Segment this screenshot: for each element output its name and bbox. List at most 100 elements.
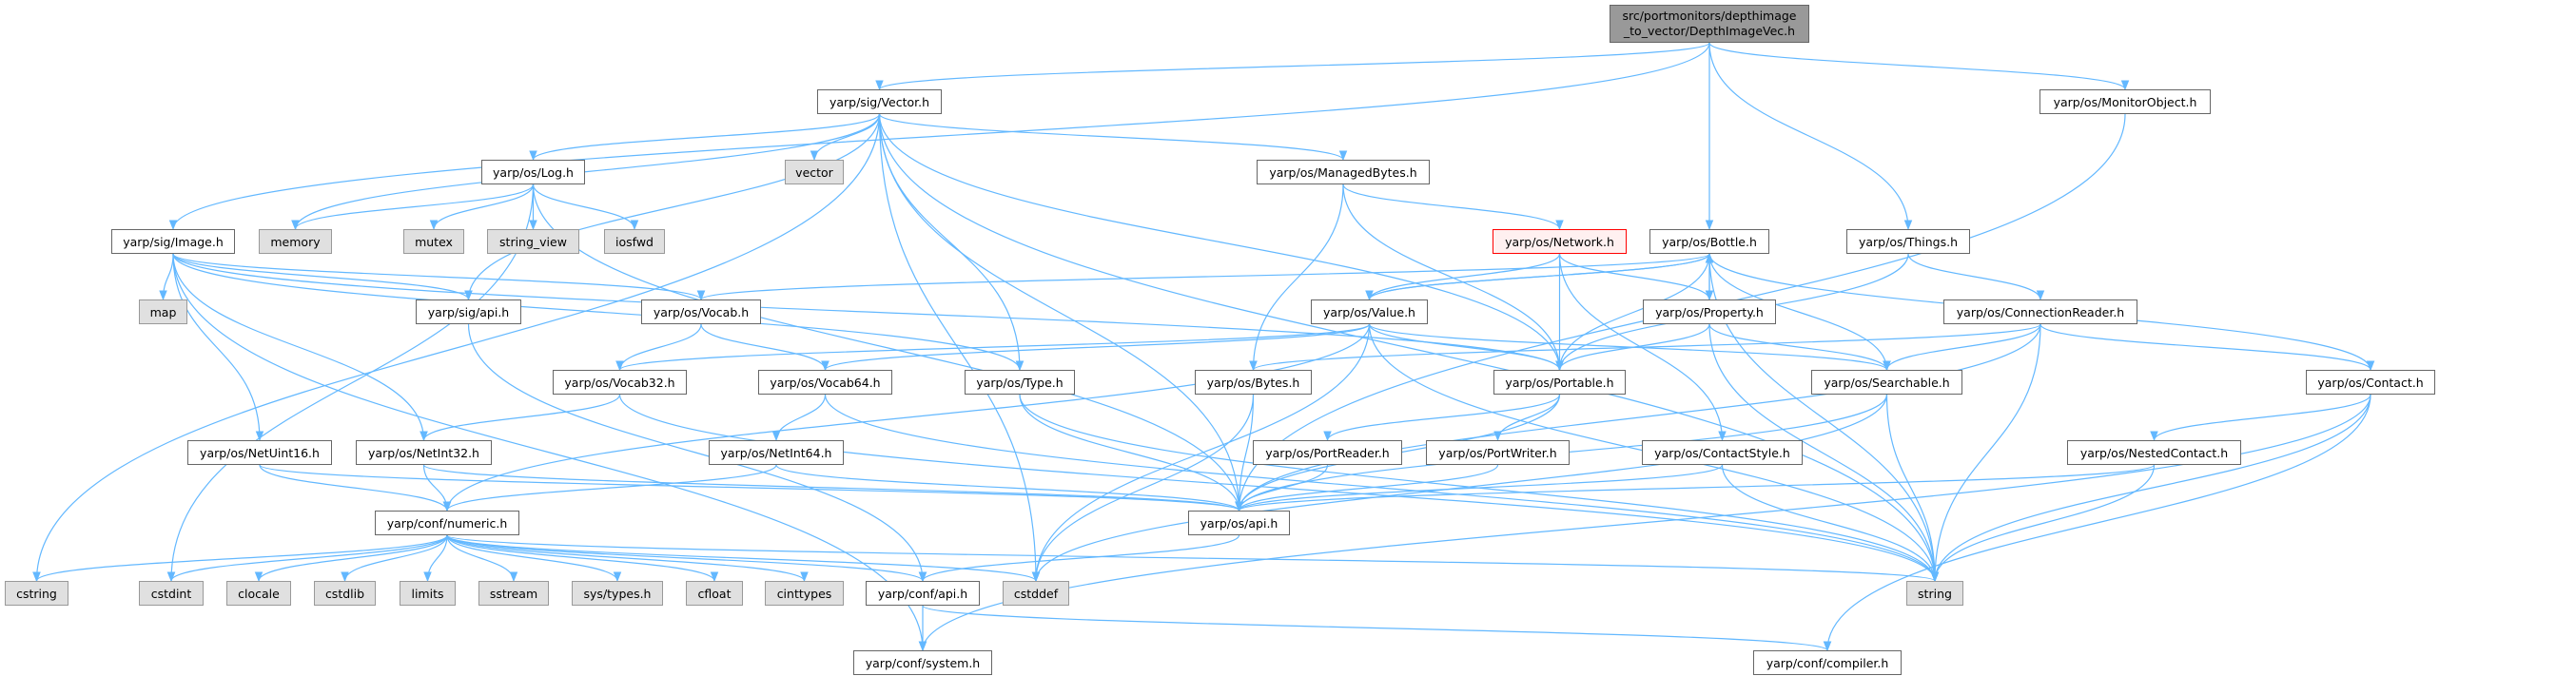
edge-bytes-to-cstddef xyxy=(1031,394,1255,583)
edge-searchable-to-cstddef xyxy=(1031,394,1888,583)
node-compiler[interactable]: yarp/conf/compiler.h xyxy=(1753,650,1902,675)
node-value[interactable]: yarp/os/Value.h xyxy=(1311,299,1428,324)
node-cinttypes[interactable]: cinttypes xyxy=(765,581,844,606)
node-map[interactable]: map xyxy=(139,299,187,324)
edge-numeric-to-cstddef xyxy=(446,534,1041,583)
edge-numeric-to-cstring xyxy=(32,534,448,583)
node-sstream[interactable]: sstream xyxy=(478,581,549,606)
node-label: cinttypes xyxy=(776,586,832,601)
edge-vector_h-to-vector xyxy=(810,113,881,162)
edge-image-to-system xyxy=(172,253,927,652)
edge-property-to-string xyxy=(1708,323,1940,583)
node-portreader[interactable]: yarp/os/PortReader.h xyxy=(1253,440,1402,465)
node-string-view[interactable]: string_view xyxy=(487,229,579,254)
node-label: string_view xyxy=(499,234,567,249)
edge-things-to-connectionreader xyxy=(1907,253,2045,301)
node-mutex[interactable]: mutex xyxy=(403,229,464,254)
edge-log-to-iosfwd xyxy=(532,183,639,231)
node-things[interactable]: yarp/os/Things.h xyxy=(1846,229,1970,254)
edge-image-to-portable xyxy=(172,253,1564,372)
edge-vocab32-to-string xyxy=(618,394,1940,583)
node-contactstyle[interactable]: yarp/os/ContactStyle.h xyxy=(1642,440,1803,465)
edge-vector_h-to-type xyxy=(878,113,1025,372)
node-label: yarp/os/NestedContact.h xyxy=(2079,445,2229,460)
node-netint32[interactable]: yarp/os/NetInt32.h xyxy=(356,440,492,465)
node-log[interactable]: yarp/os/Log.h xyxy=(481,160,585,184)
edge-managedbytes-to-network xyxy=(1342,183,1564,231)
node-vector-h[interactable]: yarp/sig/Vector.h xyxy=(817,89,942,114)
node-sigapi[interactable]: yarp/sig/api.h xyxy=(416,299,521,324)
node-label: yarp/os/Searchable.h xyxy=(1824,375,1950,390)
node-cstring[interactable]: cstring xyxy=(5,581,68,606)
node-vocab64[interactable]: yarp/os/Vocab64.h xyxy=(758,370,892,395)
node-bytes[interactable]: yarp/os/Bytes.h xyxy=(1195,370,1312,395)
node-monitorobject[interactable]: yarp/os/MonitorObject.h xyxy=(2039,89,2211,114)
edge-value-to-bottle xyxy=(1368,252,1714,300)
node-numeric[interactable]: yarp/conf/numeric.h xyxy=(375,511,519,535)
node-netuint16[interactable]: yarp/os/NetUint16.h xyxy=(187,440,332,465)
node-confapi[interactable]: yarp/conf/api.h xyxy=(866,581,980,606)
node-label: yarp/os/Log.h xyxy=(493,164,574,180)
node-searchable[interactable]: yarp/os/Searchable.h xyxy=(1811,370,1962,395)
node-string[interactable]: string xyxy=(1906,581,1963,606)
node-label: yarp/os/Portable.h xyxy=(1505,375,1614,390)
node-label: yarp/os/NetInt64.h xyxy=(720,445,832,460)
edge-vocab-to-vocab32 xyxy=(615,323,702,372)
node-root[interactable]: src/portmonitors/depthimage_to_vector/De… xyxy=(1610,5,1809,43)
node-label: yarp/os/PortWriter.h xyxy=(1438,445,1557,460)
edge-confapi-to-compiler xyxy=(922,605,1831,652)
node-cstddef[interactable]: cstddef xyxy=(1003,581,1069,606)
node-vocab[interactable]: yarp/os/Vocab.h xyxy=(641,299,761,324)
node-vocab32[interactable]: yarp/os/Vocab32.h xyxy=(553,370,687,395)
node-cfloat[interactable]: cfloat xyxy=(686,581,743,606)
edge-numeric-to-limits xyxy=(423,534,448,583)
node-nestedcontact[interactable]: yarp/os/NestedContact.h xyxy=(2067,440,2241,465)
edge-contact-to-system xyxy=(918,394,2371,652)
node-iosfwd[interactable]: iosfwd xyxy=(604,229,665,254)
node-label: limits xyxy=(411,586,444,601)
node-label: yarp/os/Vocab.h xyxy=(653,304,750,319)
node-bottle[interactable]: yarp/os/Bottle.h xyxy=(1649,229,1769,254)
edge-vector_h-to-managedbytes xyxy=(878,113,1348,162)
node-label: clocale xyxy=(238,586,280,601)
node-limits[interactable]: limits xyxy=(400,581,456,606)
edge-netint32-to-osapi xyxy=(422,464,1243,512)
node-vector[interactable]: vector xyxy=(785,160,844,184)
node-clocale[interactable]: clocale xyxy=(226,581,291,606)
node-contact[interactable]: yarp/os/Contact.h xyxy=(2306,370,2435,395)
node-label: yarp/sig/Vector.h xyxy=(829,94,930,109)
edge-vector_h-to-osapi xyxy=(878,113,1243,512)
edge-numeric-to-cfloat xyxy=(446,534,719,583)
node-label: yarp/os/NetInt32.h xyxy=(368,445,479,460)
node-connectionreader[interactable]: yarp/os/ConnectionReader.h xyxy=(1943,299,2137,324)
edge-vocab-to-vocab64 xyxy=(700,323,829,372)
node-label: yarp/os/ContactStyle.h xyxy=(1654,445,1790,460)
edge-connectionreader-to-string xyxy=(1930,323,2041,583)
node-type[interactable]: yarp/os/Type.h xyxy=(965,370,1075,395)
edge-numeric-to-sstream xyxy=(446,534,518,583)
node-memory[interactable]: memory xyxy=(259,229,332,254)
edge-vector_h-to-portable xyxy=(878,113,1564,372)
edge-contactstyle-to-osapi xyxy=(1235,464,1724,512)
edge-image-to-netint32 xyxy=(172,253,428,442)
node-portwriter[interactable]: yarp/os/PortWriter.h xyxy=(1426,440,1570,465)
node-portable[interactable]: yarp/os/Portable.h xyxy=(1493,370,1626,395)
node-cstdlib[interactable]: cstdlib xyxy=(314,581,376,606)
node-label: yarp/sig/Image.h xyxy=(123,234,224,249)
node-property[interactable]: yarp/os/Property.h xyxy=(1643,299,1776,324)
node-netint64[interactable]: yarp/os/NetInt64.h xyxy=(709,440,844,465)
node-network[interactable]: yarp/os/Network.h xyxy=(1493,229,1627,254)
node-label: yarp/os/Vocab32.h xyxy=(564,375,675,390)
edge-vector_h-to-string xyxy=(878,113,1940,583)
node-image[interactable]: yarp/sig/Image.h xyxy=(111,229,235,254)
edge-value-to-vocab32 xyxy=(615,323,1371,372)
node-managedbytes[interactable]: yarp/os/ManagedBytes.h xyxy=(1257,160,1430,184)
node-label: yarp/os/Network.h xyxy=(1505,234,1614,249)
edge-netint32-to-numeric xyxy=(422,464,452,512)
edge-root-to-things xyxy=(1708,42,1913,231)
node-osapi[interactable]: yarp/os/api.h xyxy=(1188,511,1290,535)
node-system[interactable]: yarp/conf/system.h xyxy=(853,650,992,675)
node-cstdint[interactable]: cstdint xyxy=(139,581,204,606)
node-systypes[interactable]: sys/types.h xyxy=(572,581,663,606)
edge-contactstyle-to-string xyxy=(1721,464,1940,583)
